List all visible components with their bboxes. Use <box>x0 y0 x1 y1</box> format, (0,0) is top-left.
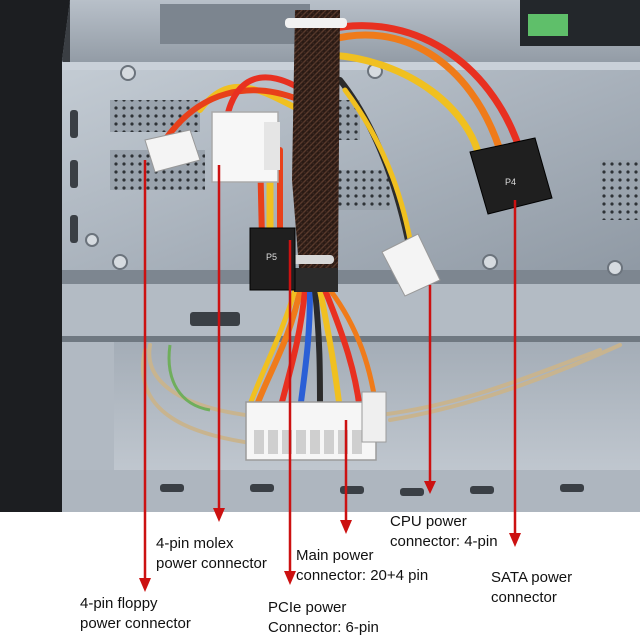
label-line: SATA power <box>491 569 573 586</box>
pcie-6pin-connector: P5 <box>249 227 296 291</box>
label-line: connector: 20+4 pin <box>296 567 429 584</box>
label-line: 4-pin floppy <box>80 595 158 612</box>
sticker <box>528 14 568 36</box>
molex-connector <box>211 111 280 183</box>
label-line: connector: 4-pin <box>390 533 498 550</box>
photo-region: P5 P4 <box>0 0 640 512</box>
case-side-panel <box>0 0 70 512</box>
label-line: Main power <box>296 547 374 564</box>
pointer-cpu <box>424 285 436 494</box>
main-atx-connector <box>245 391 387 461</box>
connector-marking-p5: P5 <box>266 252 277 262</box>
pointer-pcie <box>284 240 296 585</box>
label-floppy-connector: 4-pin floppy power connector <box>80 594 191 634</box>
braided-cable-sleeve <box>292 10 340 280</box>
floppy-connector <box>144 129 201 173</box>
label-cpu-connector: CPU power connector: 4-pin <box>390 512 498 552</box>
sata-connector: P4 <box>469 137 553 215</box>
label-line: 4-pin molex <box>156 535 234 552</box>
label-pcie-connector: PCIe power Connector: 6-pin <box>268 598 379 638</box>
label-line: connector <box>491 589 557 606</box>
pointer-lines <box>139 160 521 592</box>
label-line: power connector <box>80 615 191 632</box>
pointer-main <box>340 420 352 534</box>
label-line: CPU power <box>390 513 467 530</box>
label-molex-connector: 4-pin molex power connector <box>156 534 267 574</box>
connector-marking-p4: P4 <box>505 177 516 187</box>
label-sata-connector: SATA power connector <box>491 568 572 608</box>
pointer-sata <box>509 200 521 547</box>
label-line: power connector <box>156 555 267 572</box>
pointer-molex <box>213 165 225 522</box>
cpu-4pin-connector <box>381 233 441 297</box>
label-line: Connector: 6-pin <box>268 619 379 636</box>
label-main-connector: Main power connector: 20+4 pin <box>296 546 428 586</box>
pointer-floppy <box>139 160 151 592</box>
label-line: PCIe power <box>268 599 347 616</box>
